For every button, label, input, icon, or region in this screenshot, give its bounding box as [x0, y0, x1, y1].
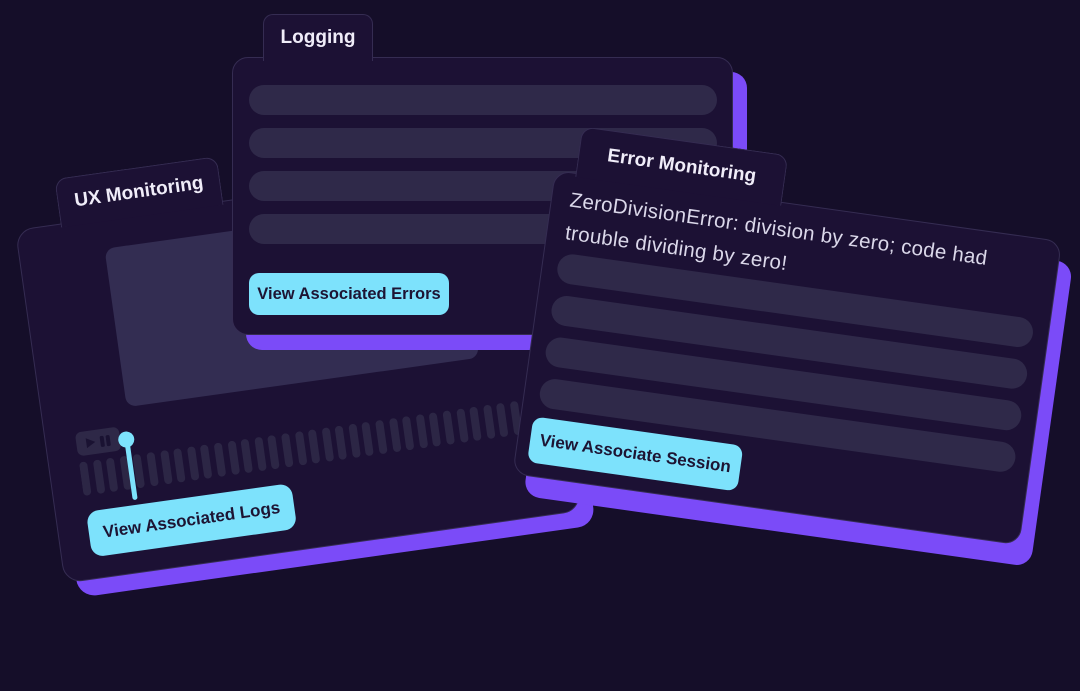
tick [415, 413, 429, 449]
logging-tab: Logging [263, 14, 373, 61]
logging-card: Logging View Associated Errors [232, 14, 733, 335]
logging-tab-label: Logging [280, 27, 356, 48]
ux-monitoring-tab: UX Monitoring [54, 156, 224, 228]
ux-monitoring-tab-label: UX Monitoring [73, 172, 205, 212]
tick [280, 432, 294, 468]
tick [213, 442, 227, 478]
tick [267, 434, 281, 470]
error-monitoring-card: Error Monitoring ZeroDivisionError: divi… [512, 126, 1063, 546]
error-monitoring-tab-label: Error Monitoring [606, 145, 758, 187]
playhead-line-icon [124, 439, 138, 501]
tick [469, 406, 482, 442]
tick [482, 404, 496, 440]
timeline-playhead[interactable] [109, 429, 151, 505]
tick [375, 419, 388, 455]
tick [307, 429, 321, 464]
view-associated-errors-label: View Associated Errors [257, 284, 441, 303]
tick [294, 430, 307, 466]
tick [186, 446, 200, 481]
tick [402, 415, 415, 451]
tick [334, 425, 348, 461]
tick [253, 436, 267, 472]
tick [428, 412, 442, 447]
tick [200, 444, 213, 480]
tick [227, 440, 240, 476]
tick [321, 427, 334, 462]
tick [240, 438, 254, 474]
view-associated-errors-button[interactable]: View Associated Errors [249, 273, 449, 315]
tick [348, 423, 361, 459]
view-associated-logs-label: View Associated Logs [101, 497, 282, 542]
tick [173, 448, 186, 483]
skeleton-row [249, 85, 717, 115]
tick [388, 417, 402, 453]
tick [361, 421, 375, 457]
tick [455, 408, 469, 444]
tick [92, 459, 106, 495]
tick [442, 410, 456, 445]
play-icon[interactable] [85, 436, 97, 449]
playhead-knob-icon[interactable] [117, 430, 136, 449]
tick [78, 461, 92, 497]
tick [159, 449, 173, 485]
tick [496, 402, 509, 438]
